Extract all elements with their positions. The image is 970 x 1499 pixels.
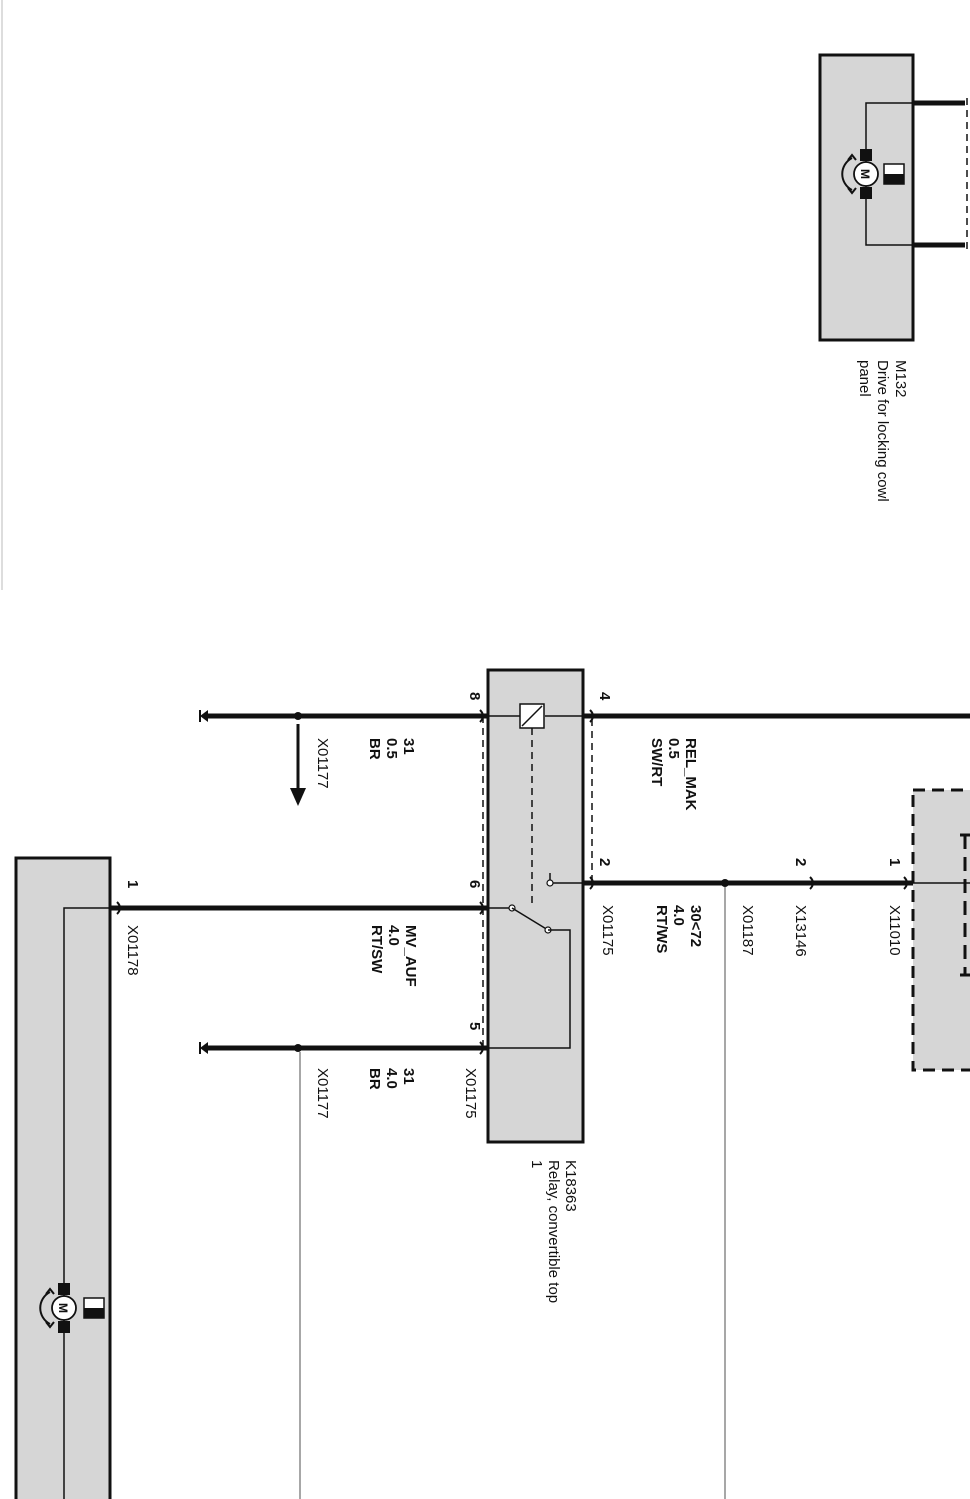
wire-rel-mak-signal: REL_MAK bbox=[682, 738, 699, 811]
svg-text:M: M bbox=[56, 1303, 70, 1313]
relay-coil-icon bbox=[488, 703, 583, 905]
k18363-description-line2: 1 bbox=[528, 1160, 545, 1168]
connector-x01177-top: X01177 bbox=[314, 738, 331, 789]
connector-x13146: X13146 bbox=[792, 905, 809, 957]
motor-icon: M bbox=[841, 149, 905, 199]
wire-mv-auf bbox=[110, 901, 488, 915]
dashed-control-module bbox=[911, 788, 970, 1072]
connector-x01178: X01178 bbox=[124, 925, 141, 976]
arrow-down-icon bbox=[290, 724, 306, 806]
wire-ground-small bbox=[199, 709, 488, 806]
wire-rel-mak bbox=[583, 709, 970, 723]
m132-drive-block: M bbox=[818, 53, 968, 342]
motor-icon: M bbox=[39, 1283, 105, 1333]
wire-ground-large-signal: 31 bbox=[400, 1068, 417, 1085]
wire-ground-small-signal: 31 bbox=[400, 738, 417, 755]
relay-switch-icon bbox=[488, 873, 583, 1049]
connector-x01175-top: X01175 bbox=[599, 905, 616, 956]
connector-x11010: X11010 bbox=[886, 905, 903, 956]
relay-pin-5: 5 bbox=[466, 1022, 483, 1030]
relay-pin-2: 2 bbox=[596, 858, 613, 866]
connector-x01187: X01187 bbox=[739, 905, 756, 956]
m132-description: Drive for locking cowl bbox=[874, 360, 891, 502]
wire-ground-small-size: 0.5 bbox=[383, 738, 400, 759]
convertible-top-motor-block: M bbox=[14, 856, 112, 1499]
wire-feed-signal: 30<72 bbox=[687, 905, 704, 947]
wire-feed bbox=[583, 876, 970, 1499]
x13146-pin: 2 bbox=[792, 858, 809, 866]
connector-x01175-bottom: X01175 bbox=[462, 1068, 479, 1119]
wire-mv-auf-signal: MV_AUF bbox=[402, 925, 419, 987]
relay-pin-6: 6 bbox=[466, 880, 483, 888]
wire-feed-color: RT/WS bbox=[653, 905, 670, 953]
m132-description-line2: panel bbox=[856, 360, 873, 397]
svg-text:M: M bbox=[858, 169, 872, 179]
x11010-pin: 1 bbox=[886, 858, 903, 866]
relay-pin-4: 4 bbox=[596, 692, 613, 701]
wire-ground-large bbox=[199, 1041, 488, 1499]
wire-rel-mak-size: 0.5 bbox=[665, 738, 682, 759]
wire-ground-large-color: BR bbox=[366, 1068, 383, 1090]
x01178-pin: 1 bbox=[124, 880, 141, 888]
ground-symbol-icon bbox=[199, 710, 208, 722]
wire-rel-mak-color: SW/RT bbox=[648, 738, 665, 786]
connector-x01177-bottom: X01177 bbox=[314, 1068, 331, 1119]
relay-pin-8: 8 bbox=[466, 692, 483, 700]
k18363-description: Relay, convertible top bbox=[545, 1160, 562, 1303]
k18363-relay-block bbox=[482, 668, 593, 1144]
wire-feed-size: 4.0 bbox=[670, 905, 687, 926]
wire-mv-auf-color: RT/SW bbox=[368, 925, 385, 974]
k18363-code: K18363 bbox=[562, 1160, 579, 1212]
wire-ground-large-size: 4.0 bbox=[383, 1068, 400, 1089]
m132-code: M132 bbox=[892, 360, 909, 398]
wire-mv-auf-size: 4.0 bbox=[385, 925, 402, 946]
wire-ground-small-color: BR bbox=[366, 738, 383, 760]
